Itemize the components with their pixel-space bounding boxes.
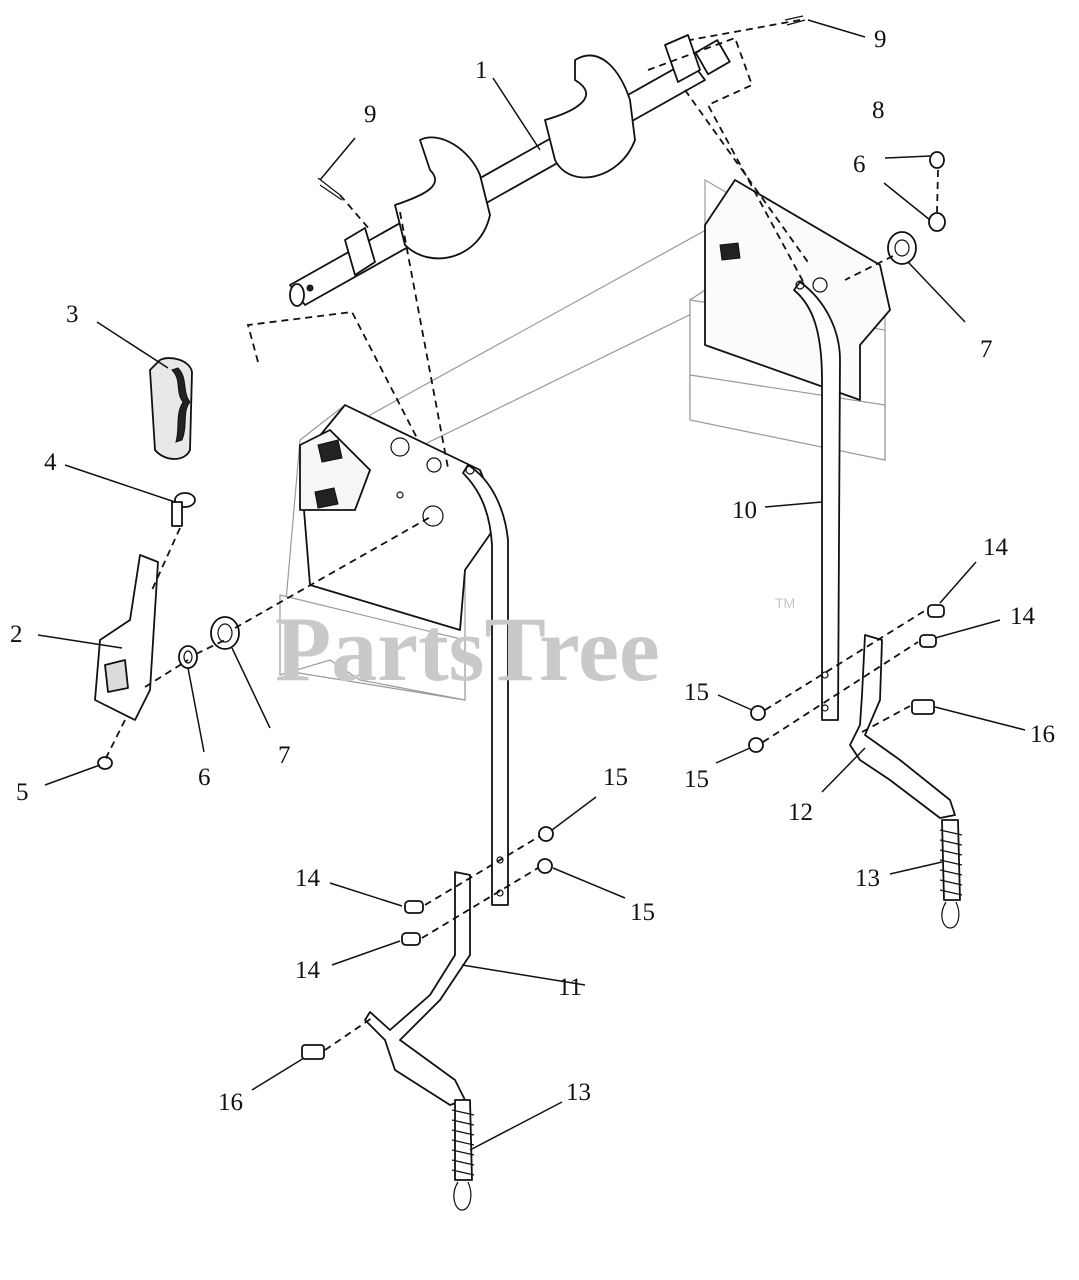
hairpin-9-left [317,177,343,201]
bolt-14-c [927,604,945,618]
callout-1: 1 [475,57,488,84]
watermark: PartsTree TM [275,595,795,700]
bushing-7-left [210,616,240,650]
lift-arm-left [364,871,471,1106]
callout-15-c: 15 [684,679,709,706]
bolt-16-left [301,1044,325,1060]
nut-15-d [748,737,764,753]
callout-15-d: 15 [684,766,709,793]
callout-14-a: 14 [295,865,321,892]
callout-14-c: 14 [983,534,1009,561]
callout-15-a: 15 [603,764,628,791]
assembly-lines [104,19,939,1051]
lift-shaft [289,34,731,307]
left-bracket-plate [299,404,501,631]
bushing-7-right [887,231,917,265]
callout-13-right: 13 [855,865,880,892]
watermark-text: PartsTree [275,598,660,700]
callout-8: 8 [872,97,885,124]
callout-11: 11 [558,974,582,1001]
callout-6-left: 6 [198,764,211,791]
lift-arm-right [849,634,956,819]
callout-9-right: 9 [874,26,887,53]
bolt-14-d [919,634,937,648]
callout-16-right: 16 [1030,721,1055,748]
spring-13-right [939,819,963,929]
callout-14-d: 14 [1010,603,1036,630]
callout-7-right: 7 [980,336,993,363]
washer-6-right [928,212,946,232]
callout-9-left: 9 [364,101,377,128]
callout-10: 10 [732,497,757,524]
watermark-trademark: TM [775,595,795,611]
callout-5: 5 [16,779,29,806]
callout-13-left: 13 [566,1079,591,1106]
spring-13-left [451,1099,475,1211]
callout-3: 3 [66,301,79,328]
clevis-pin [171,492,196,527]
lift-link-left [462,464,509,906]
callout-6-right: 6 [853,151,866,178]
bolt-16-right [911,699,935,715]
bolt-14-b [401,932,421,946]
callout-7-left: 7 [278,742,291,769]
hairpin-9-right [784,15,806,26]
callout-4: 4 [44,449,57,476]
lift-handle-lever [94,554,159,721]
callout-16-left: 16 [218,1089,243,1116]
handle-grip [149,357,193,460]
nut-15-b [537,858,553,874]
callout-2: 2 [10,621,23,648]
callout-15-b: 15 [630,899,655,926]
nut-5 [97,756,113,770]
callout-12: 12 [788,799,813,826]
lift-link-right [793,280,841,721]
bolt-14-a [404,900,424,914]
leader-lines [37,19,1026,1151]
nut-15-c [750,705,766,721]
nut-15-a [538,826,554,842]
callout-labels: 1 2 3 4 5 6 6 7 7 8 9 9 10 11 12 13 13 1… [10,26,1055,1116]
callout-14-b: 14 [295,957,321,984]
snap-ring-8 [929,151,945,169]
